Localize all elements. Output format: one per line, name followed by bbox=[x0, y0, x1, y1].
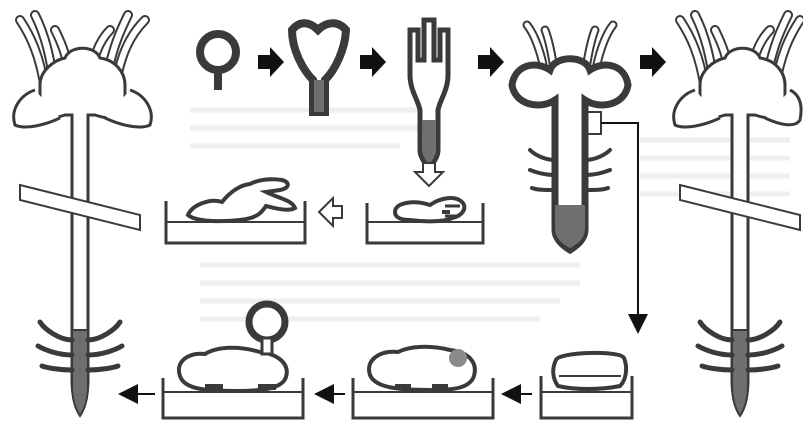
faint-background-text bbox=[190, 110, 790, 319]
stage-trident bbox=[410, 20, 448, 168]
arrow-right-2 bbox=[360, 47, 386, 77]
stage-partial-organism bbox=[512, 25, 628, 250]
organism-left bbox=[14, 15, 152, 416]
stage-cup bbox=[292, 23, 346, 112]
dish-middle-left bbox=[166, 179, 305, 243]
dish-bottom-middle bbox=[353, 347, 493, 418]
dish-middle-right bbox=[367, 198, 483, 243]
organism-right bbox=[674, 15, 801, 416]
hollow-left-arrow bbox=[319, 198, 342, 226]
arrow-right-4 bbox=[640, 47, 666, 77]
stage-bulb bbox=[200, 34, 236, 90]
arrow-right-1 bbox=[258, 47, 284, 77]
dish-bottom-right bbox=[541, 353, 632, 418]
arrow-right-3 bbox=[478, 47, 504, 77]
hollow-down-arrow bbox=[415, 163, 443, 186]
